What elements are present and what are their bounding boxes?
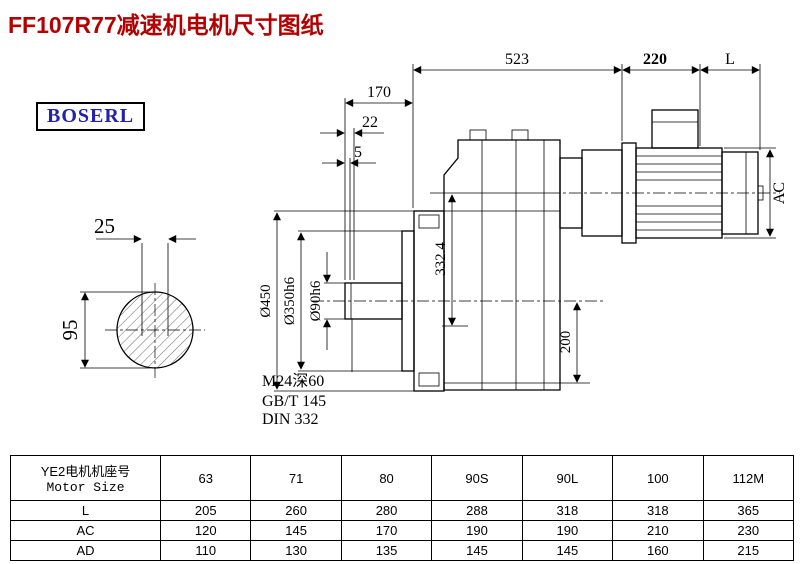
dimension-table: YE2电机机座号 Motor Size 63 71 80 90S 90L 100… bbox=[10, 455, 795, 561]
value-cell: 365 bbox=[702, 500, 795, 521]
size-col-header: 71 bbox=[250, 455, 342, 501]
dimension-annotations: 523 220 L 170 22 5 332.4 bbox=[258, 51, 788, 428]
dim-22-label: 22 bbox=[362, 114, 378, 131]
value-cell: 145 bbox=[521, 540, 614, 561]
value-cell: 318 bbox=[612, 500, 704, 521]
dim-L-label: L bbox=[725, 51, 735, 68]
tap-note-label: M24深60 bbox=[262, 372, 324, 390]
value-cell: 190 bbox=[521, 520, 614, 541]
value-cell: 210 bbox=[612, 520, 704, 541]
gearbox-side-view bbox=[312, 129, 606, 392]
value-cell: 120 bbox=[159, 520, 252, 541]
table-row: AD 110 130 135 145 145 160 215 bbox=[10, 540, 795, 561]
value-cell: 145 bbox=[431, 540, 523, 561]
value-cell: 110 bbox=[159, 540, 252, 561]
dim-AC-label: AC bbox=[771, 182, 788, 204]
dim-5-label: 5 bbox=[354, 144, 362, 161]
std-din-label: DIN 332 bbox=[262, 411, 318, 428]
terminal-box bbox=[651, 109, 699, 149]
value-cell: 130 bbox=[250, 540, 342, 561]
row-label-AD: AD bbox=[10, 540, 161, 561]
value-cell: 160 bbox=[612, 540, 704, 561]
brand-logo: BOSERL bbox=[36, 102, 146, 131]
dim-220-label: 220 bbox=[643, 51, 667, 68]
row-label-L: L bbox=[10, 500, 161, 521]
shaft-circle bbox=[116, 291, 194, 369]
motor-size-header-cell: YE2电机机座号 Motor Size bbox=[10, 455, 161, 501]
motor-size-header-cn: YE2电机机座号 bbox=[40, 464, 131, 479]
value-cell: 215 bbox=[702, 540, 795, 561]
dim-332-label: 332.4 bbox=[433, 242, 449, 276]
dim-dia350-label: Ø350h6 bbox=[282, 276, 298, 325]
dimension-table-wrap: YE2电机机座号 Motor Size 63 71 80 90S 90L 100… bbox=[10, 455, 795, 561]
value-cell: 260 bbox=[250, 500, 342, 521]
size-col-header: 112M bbox=[702, 455, 795, 501]
value-cell: 135 bbox=[340, 540, 433, 561]
value-cell: 288 bbox=[431, 500, 523, 521]
dim-dia450-label: Ø450 bbox=[258, 284, 274, 317]
size-col-header: 63 bbox=[159, 455, 252, 501]
dim-200-label: 200 bbox=[558, 331, 574, 354]
size-col-header: 90L bbox=[521, 455, 614, 501]
shaft-section-view: 25 95 bbox=[58, 214, 205, 378]
value-cell: 230 bbox=[702, 520, 795, 541]
value-cell: 318 bbox=[521, 500, 614, 521]
page-title: FF107R77减速机电机尺寸图纸 bbox=[8, 12, 324, 38]
motor-side-view bbox=[430, 109, 780, 244]
size-col-header: 100 bbox=[612, 455, 704, 501]
table-row: AC 120 145 170 190 190 210 230 bbox=[10, 520, 795, 541]
dim-key-depth-label: 95 bbox=[58, 320, 82, 341]
value-cell: 280 bbox=[340, 500, 433, 521]
motor-size-header-en: Motor Size bbox=[46, 480, 125, 495]
value-cell: 170 bbox=[340, 520, 433, 541]
dim-dia90-label: Ø90h6 bbox=[308, 280, 324, 321]
dim-170-label: 170 bbox=[367, 84, 391, 101]
dim-key-width-label: 25 bbox=[94, 214, 115, 238]
row-label-AC: AC bbox=[10, 520, 161, 541]
table-row: L 205 260 280 288 318 318 365 bbox=[10, 500, 795, 521]
technical-drawing: 25 95 bbox=[58, 51, 788, 428]
value-cell: 145 bbox=[250, 520, 342, 541]
value-cell: 190 bbox=[431, 520, 523, 541]
value-cell: 205 bbox=[159, 500, 252, 521]
size-col-header: 90S bbox=[431, 455, 523, 501]
size-col-header: 80 bbox=[340, 455, 433, 501]
dim-523-label: 523 bbox=[505, 51, 529, 68]
std-gbt-label: GB/T 145 bbox=[262, 393, 326, 410]
